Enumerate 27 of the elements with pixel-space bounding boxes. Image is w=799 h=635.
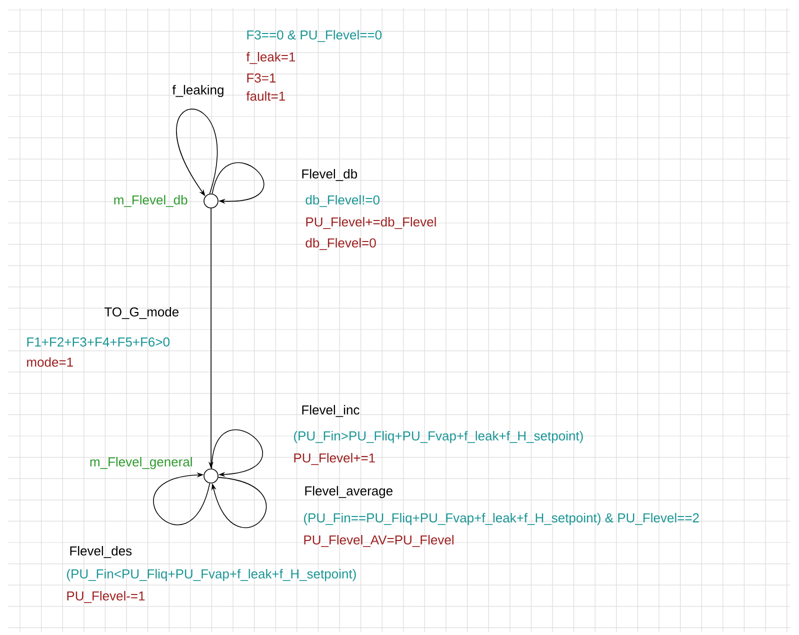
update-label: PU_Flevel+=1	[294, 453, 375, 466]
edge-label: f_leaking	[172, 84, 224, 98]
arrow	[211, 476, 267, 528]
guard-label: (PU_Fin>PU_Fliq+PU_Fvap+f_leak+f_H_setpoint)	[294, 430, 583, 444]
edge-label: Flevel_db	[302, 169, 358, 181]
location-name: m_Flevel_general	[90, 456, 192, 470]
arrow	[211, 429, 263, 477]
update-label: f_leak=1	[246, 52, 296, 64]
edge-label: Flevel_inc	[302, 405, 360, 417]
guard-label: db_Flevel!=0	[306, 195, 380, 207]
arrow	[153, 472, 210, 526]
guard-label: F1+F2+F3+F4+F5+F6>0	[27, 337, 170, 347]
arrow	[212, 162, 264, 204]
update-label: F3=1	[247, 73, 276, 83]
guard-label: F3==0 & PU_Flevel==0	[247, 30, 382, 42]
update-label: db_Flevel=0	[306, 238, 376, 250]
update-label: mode=1	[27, 357, 73, 367]
location-name: m_Flevel_db	[114, 195, 188, 207]
update-label: PU_Flevel-=1	[67, 591, 145, 604]
guard-label: (PU_Fin<PU_Fliq+PU_Fvap+f_leak+f_H_setpoint)	[67, 568, 356, 582]
edge-label: TO_G_mode	[104, 307, 179, 319]
edge-label: Flevel_average	[305, 486, 392, 498]
guard-label: (PU_Fin==PU_Fliq+PU_Fvap+f_leak+f_H_setpoint) & PU_Flevel==2	[304, 512, 699, 526]
update-label: PU_Flevel+=db_Flevel	[306, 217, 436, 229]
edge-label: Flevel_des	[70, 546, 132, 558]
update-label: PU_Flevel_AV=PU_Flevel	[304, 535, 454, 548]
update-label: fault=1	[246, 91, 285, 101]
